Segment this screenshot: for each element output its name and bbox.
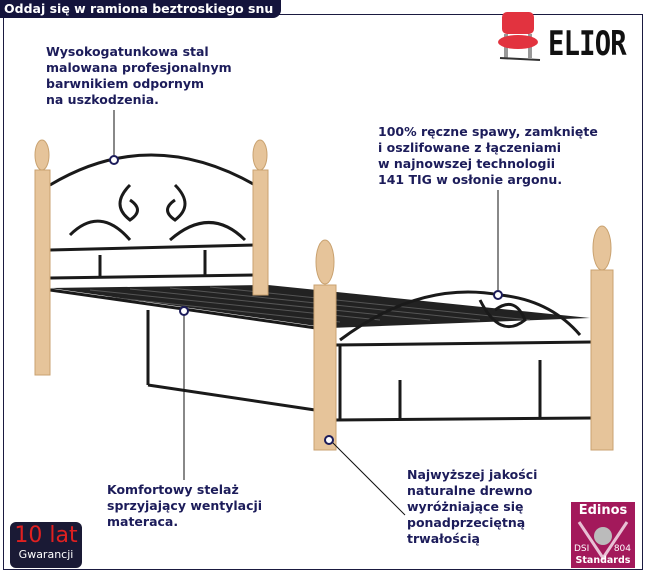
certificate-number: 804 [613,544,631,554]
frame-border [3,14,643,570]
certificate-left: DSI [574,544,590,554]
certificate-bottom: Standards [575,555,631,566]
note-wood: Najwyższej jakości naturalne drewno wyró… [407,467,538,546]
page-title: Oddaj się w ramiona beztroskiego snu [0,0,282,18]
warranty-badge: 10 lat Gwarancji [10,522,82,568]
certificate-emblem-icon [577,521,629,561]
brand-logo: ELIOR [548,24,627,64]
warranty-label: Gwarancji [18,548,74,561]
wood-posts [34,139,614,451]
note-steel: Wysokogatunkowa stal malowana profesjona… [46,44,232,107]
certificate-title: Edinos [578,503,628,518]
note-frame: Komfortowy stelaż sprzyjający wentylacji… [107,482,263,529]
warranty-years: 10 lat [14,523,78,548]
chair-icon [498,12,541,61]
certificate-badge: Edinos DSI 804 Standards [571,502,635,568]
note-welds: 100% ręczne spawy, zamknięte i oszlifowa… [378,124,598,187]
callout-lines [113,110,499,516]
